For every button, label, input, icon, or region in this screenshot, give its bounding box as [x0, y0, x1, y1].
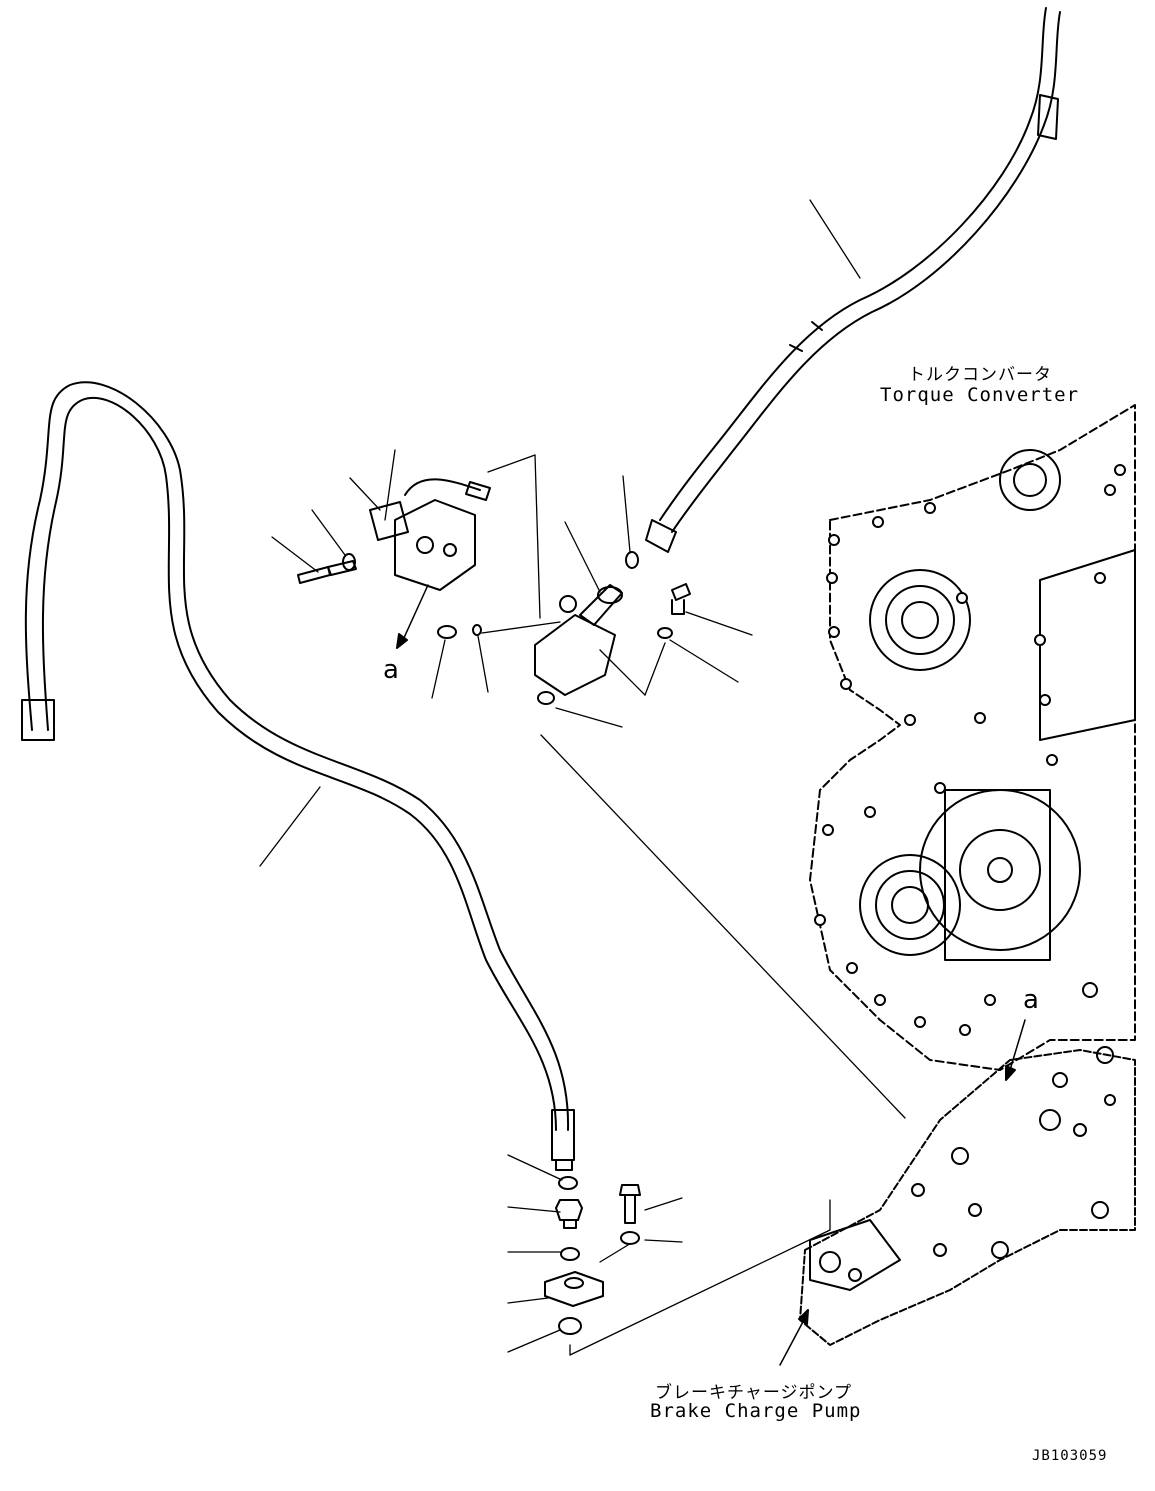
brake-pump-label-jp: ブレーキチャージポンプ: [655, 1383, 852, 1403]
torque-converter-label-jp: トルクコンバータ: [908, 365, 1052, 385]
housing-bolts: [814, 464, 1126, 1137]
upper-hose: [645, 7, 1061, 553]
torque-converter-label-en: Torque Converter: [880, 384, 1080, 406]
leader-lines: [259, 199, 906, 1356]
torque-converter-housing: [809, 404, 1136, 1071]
lower-fittings: [544, 1176, 641, 1335]
valve-assembly: [369, 478, 491, 591]
elbow-fitting: [534, 584, 623, 696]
brake-pump-label-en: Brake Charge Pump: [650, 1400, 862, 1422]
arrow-left-a: [396, 584, 429, 649]
left-hose: [21, 381, 575, 1171]
drawing-code: JB103059: [1032, 1448, 1108, 1464]
arrow-pump: [779, 1309, 809, 1366]
brake-charge-pump: [799, 1049, 1136, 1346]
reference-a-left: a: [383, 655, 399, 685]
arrow-right-a: [1005, 1019, 1026, 1081]
small-parts: [437, 551, 691, 705]
reference-a-right: a: [1023, 985, 1039, 1015]
bolt-left: [297, 553, 357, 584]
